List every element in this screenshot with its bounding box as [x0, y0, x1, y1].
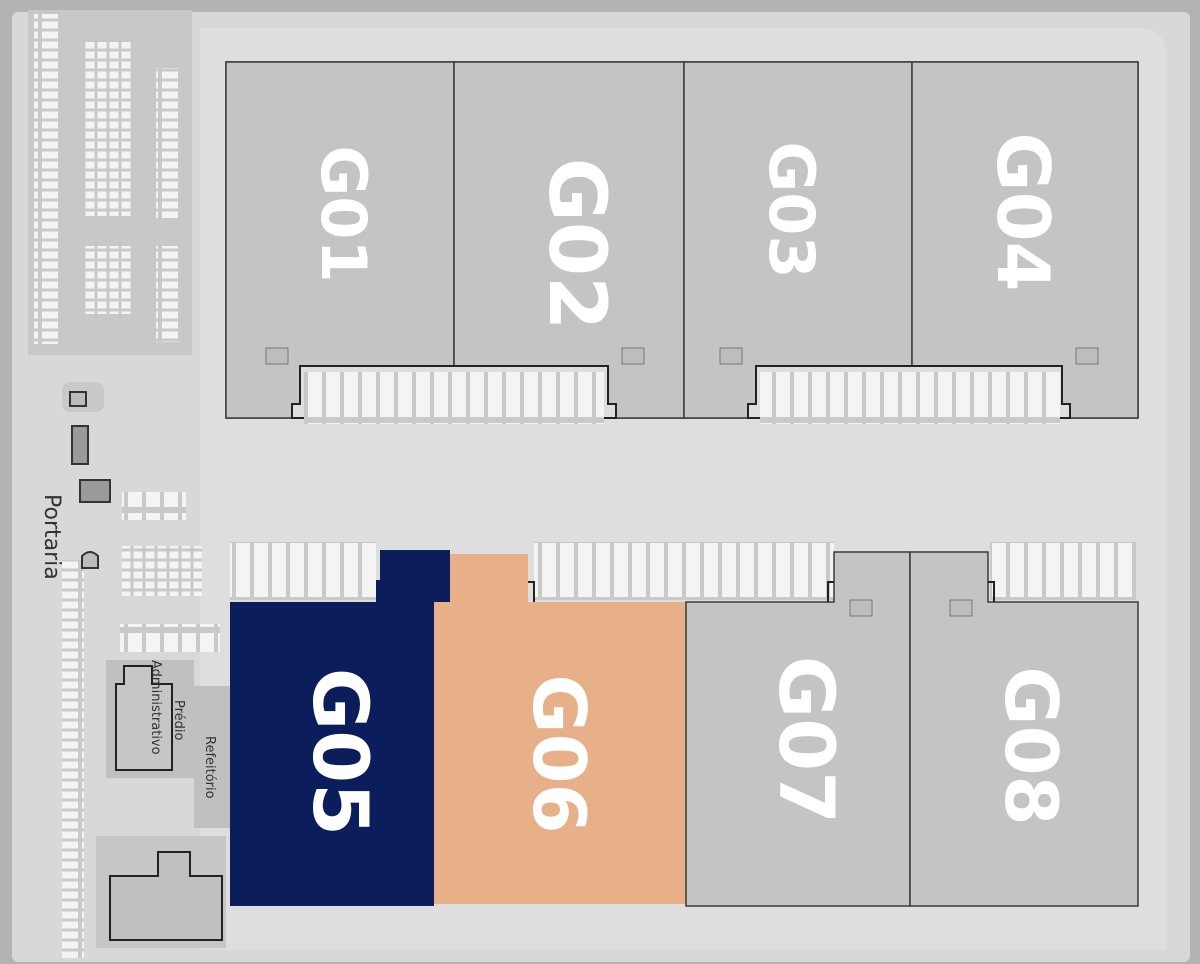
- unit-g07[interactable]: G07: [685, 551, 911, 907]
- parking-lot-northwest: [28, 10, 192, 355]
- portaria-label: Portaria: [39, 494, 64, 580]
- unit-g04-label: G04: [981, 132, 1065, 291]
- unit-g02-marker-icon: [621, 347, 645, 365]
- admin-building[interactable]: [106, 660, 194, 778]
- unit-g02-label: G02: [531, 158, 621, 331]
- gatehouse[interactable]: [62, 382, 111, 569]
- unit-g08-label: G08: [989, 666, 1073, 825]
- loading-dock-north-a: [291, 365, 617, 424]
- unit-g06-label: G06: [517, 674, 601, 833]
- unit-g06[interactable]: G06: [434, 554, 686, 904]
- admin-building-label-line2: Administrativo: [148, 660, 163, 755]
- unit-g07-label: G07: [762, 656, 851, 824]
- unit-g03[interactable]: G03: [683, 61, 913, 419]
- unit-g03-label: G03: [755, 141, 828, 278]
- parking-south-row: [230, 542, 1136, 600]
- unit-g01-label: G01: [307, 145, 380, 282]
- cafeteria-building[interactable]: [194, 686, 230, 828]
- cafeteria-label: Refeitório: [202, 736, 217, 799]
- admin-building-label-line1: Prédio: [171, 700, 186, 741]
- unit-g03-marker-icon: [719, 347, 743, 365]
- unit-g08[interactable]: G08: [909, 551, 1139, 907]
- loading-dock-north-b: [747, 365, 1071, 424]
- unit-g02[interactable]: G02: [453, 61, 685, 419]
- unit-g01-marker-icon: [265, 347, 289, 365]
- unit-g05[interactable]: G05: [230, 550, 450, 906]
- utility-building: [96, 836, 226, 948]
- parking-west-strip: [62, 492, 220, 958]
- unit-g08-marker-icon: [949, 599, 973, 617]
- unit-g04[interactable]: G04: [911, 61, 1139, 419]
- unit-g05-label: G05: [296, 668, 385, 836]
- unit-g04-marker-icon: [1075, 347, 1099, 365]
- dock-outline-south: [528, 581, 995, 602]
- unit-g01[interactable]: G01: [225, 61, 455, 419]
- unit-g07-marker-icon: [849, 599, 873, 617]
